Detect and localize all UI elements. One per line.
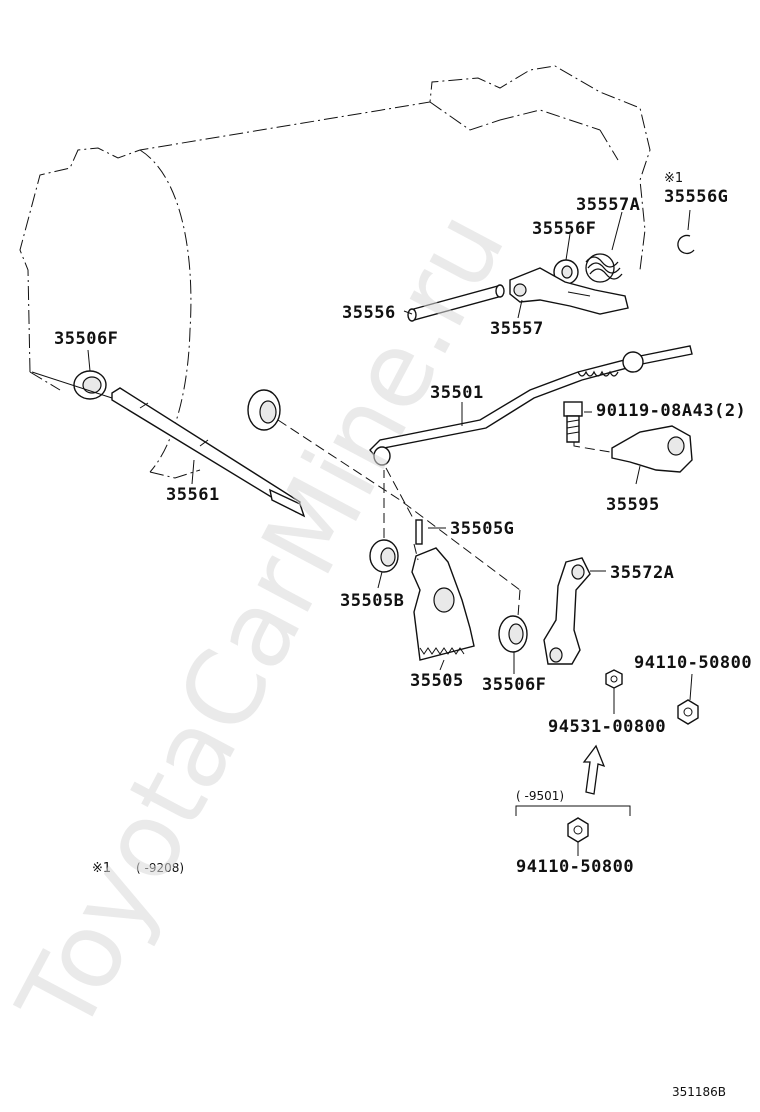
label-35572A: 35572A — [610, 563, 674, 583]
label-35556G: 35556G — [664, 187, 728, 207]
label-35505: 35505 — [410, 671, 464, 691]
diagram-code: 351186B — [672, 1085, 726, 1099]
label-35505B: 35505B — [340, 591, 404, 611]
nut-94110-top — [677, 699, 699, 725]
label-35595: 35595 — [606, 495, 660, 515]
label-94531: 94531-00800 — [548, 717, 666, 737]
label-35506F-top: 35506F — [54, 329, 118, 349]
sector-35505 — [411, 547, 475, 661]
rod-35501 — [369, 345, 693, 466]
label-94110-bottom: 94110-50800 — [516, 857, 634, 877]
footnote-range: ( -9208) — [136, 861, 184, 875]
label-35557A: 35557A — [576, 195, 640, 215]
bolt-90119 — [563, 401, 583, 443]
shaft-35561 — [111, 387, 306, 518]
clip-35556G — [677, 234, 695, 255]
note-mark-top: ※1 — [664, 171, 683, 186]
leader-lines — [87, 209, 693, 856]
arrow-up-icon — [582, 744, 606, 795]
shaft-35556 — [407, 284, 505, 322]
bracket-35595 — [611, 425, 693, 473]
pin-35505G — [415, 519, 423, 545]
oil-seal-35506F-bottom — [498, 615, 528, 653]
part-labels: 35557A ※1 35556G 35556F 35556 35557 3550… — [54, 171, 752, 1099]
spring-35557A — [585, 253, 623, 283]
assembly-lines — [31, 371, 611, 617]
label-35506F-bottom: 35506F — [482, 675, 546, 695]
lever-35557 — [509, 267, 629, 315]
lever-35572A — [543, 557, 591, 665]
label-35501: 35501 — [430, 383, 484, 403]
label-range-9501: ( -9501) — [516, 789, 564, 803]
label-35557: 35557 — [490, 319, 544, 339]
label-35556: 35556 — [342, 303, 396, 323]
bushing-center — [247, 389, 281, 431]
nut-94110-bottom — [567, 817, 589, 843]
label-94110-top: 94110-50800 — [634, 653, 752, 673]
label-90119: 90119-08A43(2) — [596, 401, 746, 421]
spacer-35505B — [369, 539, 399, 573]
footnote-mark: ※1 — [92, 861, 111, 876]
label-35505G: 35505G — [450, 519, 514, 539]
label-35556F: 35556F — [532, 219, 596, 239]
nut-94531 — [605, 669, 623, 689]
label-35561: 35561 — [166, 485, 220, 505]
collar-35556F — [553, 259, 579, 285]
oil-seal-35506F-top — [73, 370, 107, 400]
transmission-housing-outline — [19, 65, 651, 479]
